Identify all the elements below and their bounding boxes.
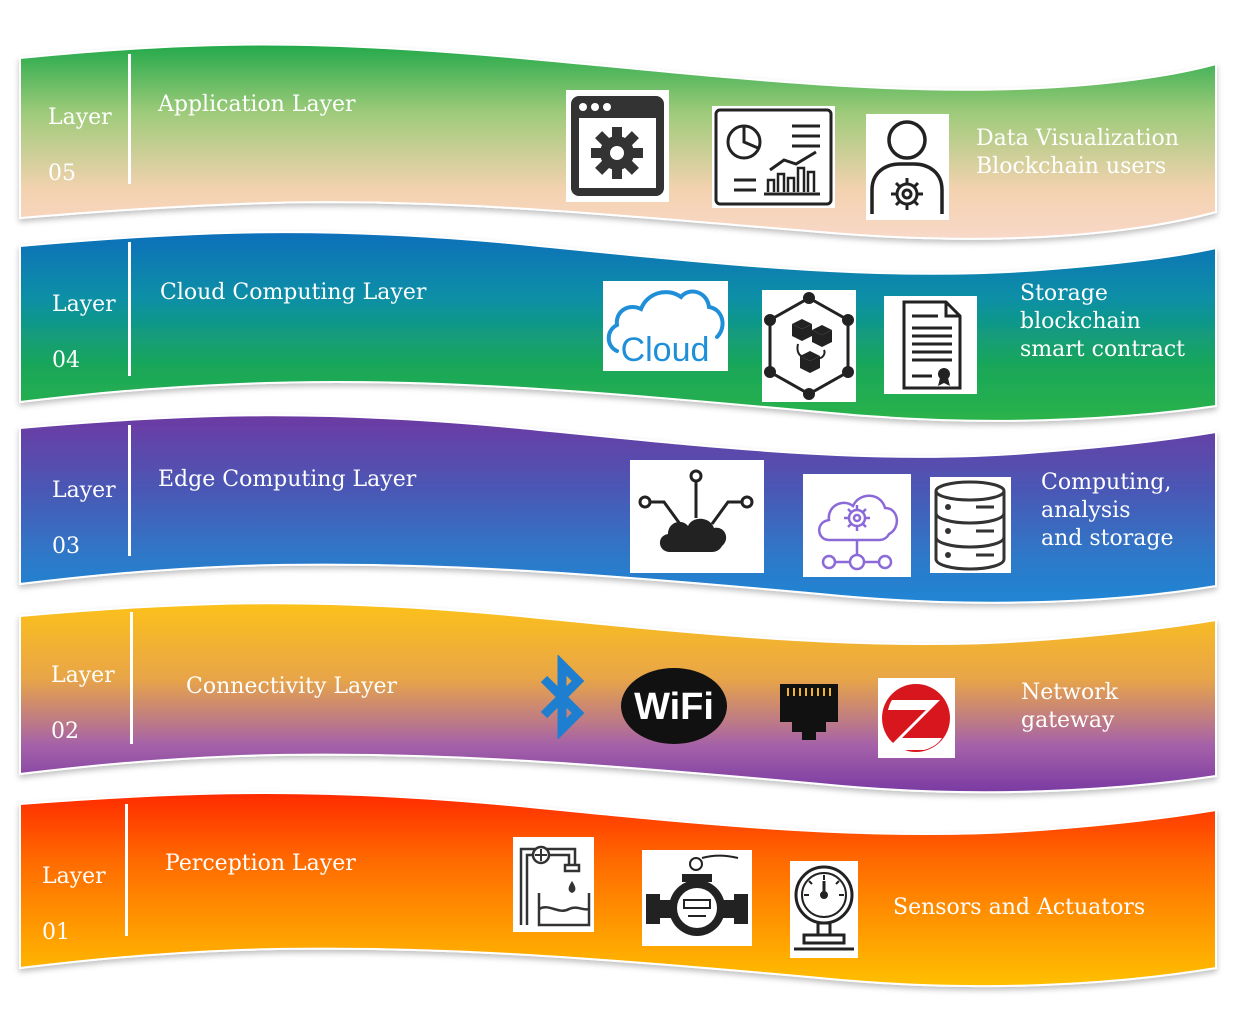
database-server-icon: [930, 477, 1011, 573]
layer3-label-word: Layer: [52, 478, 116, 503]
cloud-icon: Cloud: [603, 281, 728, 371]
layer5-divider: [128, 54, 131, 184]
contract-document-icon: [884, 296, 977, 394]
water-meter-icon: [642, 850, 752, 946]
analytics-dashboard-icon: [712, 106, 835, 208]
layer5-description: Data Visualization Blockchain users: [976, 126, 1179, 179]
layer2-divider: [130, 612, 133, 744]
layer1-description: Sensors and Actuators: [893, 895, 1146, 920]
cloud-gear-icon: [803, 474, 911, 577]
layer4-divider: [128, 242, 131, 376]
layer2-label-word: Layer: [51, 663, 115, 688]
user-settings-icon: [866, 114, 949, 220]
ethernet-port-icon: [778, 682, 840, 742]
layer4-label-word: Layer: [52, 292, 116, 317]
bluetooth-icon: [536, 655, 588, 739]
layer1-title: Perception Layer: [165, 851, 356, 876]
layer3-title: Edge Computing Layer: [158, 467, 417, 492]
layer3-band: [19, 414, 1217, 604]
layer5-label-word: Layer: [48, 105, 112, 130]
layer1-band: [19, 792, 1217, 988]
layer4-description: Storage blockchain smart contract: [1020, 281, 1185, 362]
zigbee-icon: [878, 678, 955, 758]
layer4-label: Layer 04: [52, 263, 116, 403]
cloud-network-icon: [630, 460, 764, 573]
layer5-title: Application Layer: [158, 92, 356, 117]
layer1-label-number: 01: [42, 920, 70, 945]
layer3-description: Computing, analysis and storage: [1041, 470, 1174, 551]
wifi-icon-word: WiFi: [634, 686, 714, 728]
cloud-icon-word: Cloud: [621, 331, 710, 369]
pressure-gauge-icon: [790, 861, 858, 958]
wifi-icon: WiFi: [620, 666, 728, 746]
layer5-label: Layer 05: [48, 76, 112, 216]
layer2-label-number: 02: [51, 719, 79, 744]
layer2-description: Network gateway: [1021, 680, 1119, 733]
layer2-title: Connectivity Layer: [186, 674, 398, 699]
layer3-divider: [128, 425, 131, 556]
layer2-label: Layer 02: [51, 634, 115, 774]
layer1-divider: [125, 804, 128, 936]
layer1-label-word: Layer: [42, 864, 106, 889]
layer1-label: Layer 01: [42, 835, 106, 975]
layer4-label-number: 04: [52, 348, 80, 373]
blockchain-icon: [762, 290, 856, 402]
window-settings-icon: [566, 90, 669, 202]
water-pipe-sensor-icon: [513, 837, 594, 932]
layer3-label-number: 03: [52, 534, 80, 559]
layer3-label: Layer 03: [52, 449, 116, 589]
layer4-title: Cloud Computing Layer: [160, 280, 427, 305]
layer5-label-number: 05: [48, 161, 76, 186]
